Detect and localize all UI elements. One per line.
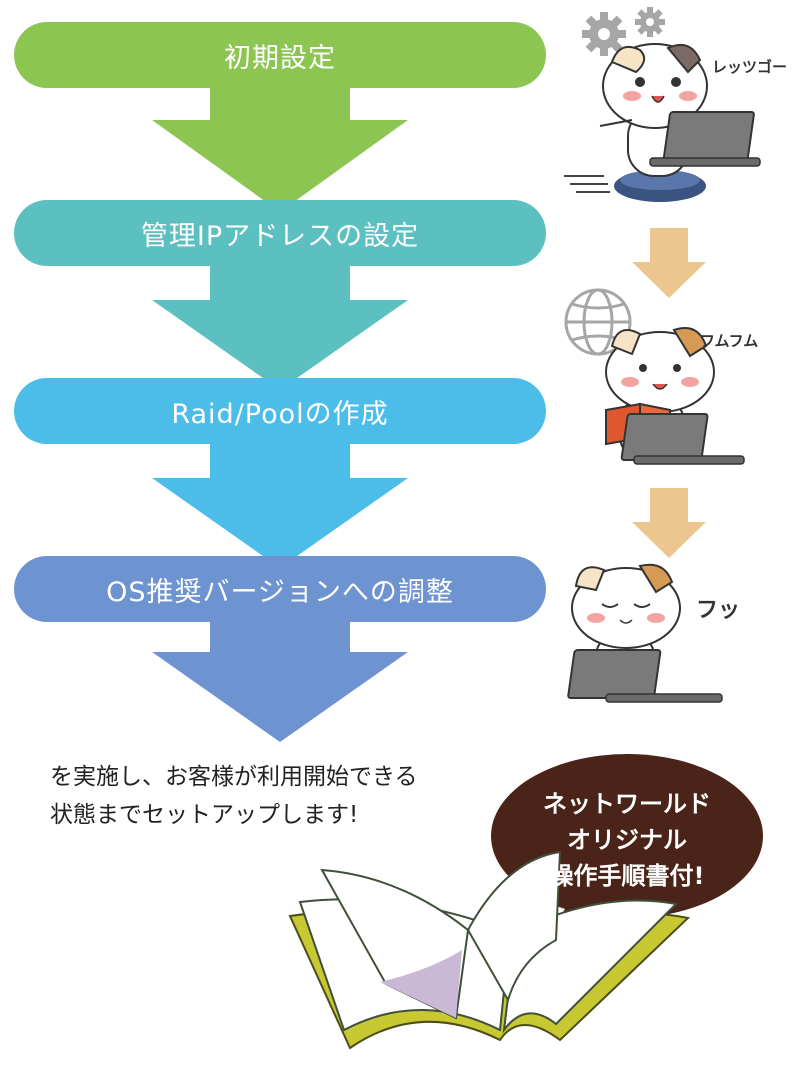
step-label-1: 初期設定 (224, 42, 336, 74)
step-label-2: 管理IPアドレスの設定 (140, 220, 420, 252)
cat-speech-2: フムフム (700, 332, 759, 350)
summary-text: を実施し、お客様が利用開始できる 状態までセットアップします! (50, 758, 490, 834)
flow-arrow-4 (152, 614, 408, 742)
down-arrow-1 (632, 228, 706, 298)
gear-icon (582, 7, 665, 56)
summary-line-2: 状態までセットアップします! (50, 802, 359, 828)
step-pill-4 (14, 556, 546, 622)
bubble-text: ネットワールド オリジナル 操作手順書付! (512, 786, 742, 894)
step-pill-3 (14, 378, 546, 444)
step-label-4: OS推奨バージョンへの調整 (106, 576, 454, 608)
cat-illustration-3 (567, 563, 723, 703)
flow-arrow-1 (152, 80, 408, 212)
cat-illustration-1 (564, 43, 761, 202)
bubble-line-3: 操作手順書付! (549, 862, 705, 890)
step-label-3: Raid/Poolの作成 (171, 398, 389, 430)
flow-arrow-2 (152, 258, 408, 390)
cat-illustration-2 (605, 327, 745, 465)
flow-arrow-3 (152, 436, 408, 568)
cat-speech-1: レッツゴー (712, 58, 788, 76)
summary-line-1: を実施し、お客様が利用開始できる (50, 764, 418, 790)
step-pill-1 (14, 22, 546, 88)
book-illustration (288, 850, 691, 1050)
bubble-line-2: オリジナル (567, 826, 687, 854)
bubble-line-1: ネットワールド (543, 790, 711, 818)
globe-icon (564, 288, 632, 356)
cat-speech-3: フッ (696, 598, 741, 623)
step-pill-2 (14, 200, 546, 266)
down-arrow-2 (632, 488, 706, 558)
